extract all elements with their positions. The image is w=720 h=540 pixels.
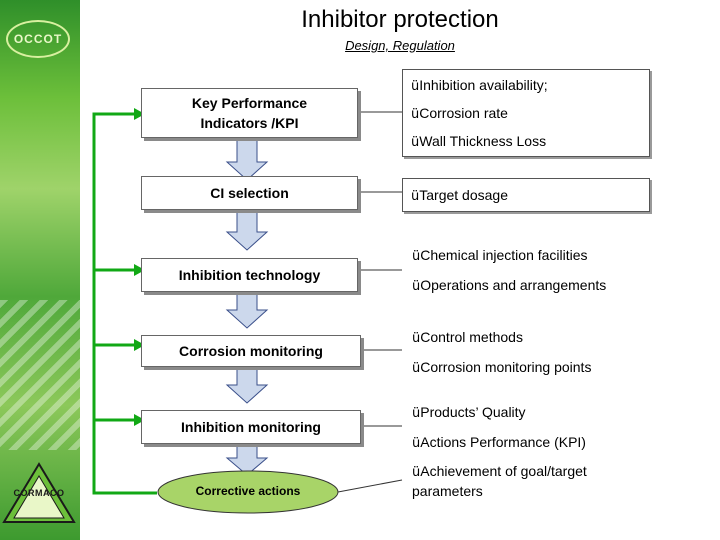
- corrosion-monitoring-label: Corrosion monitoring: [179, 343, 323, 359]
- sidebar-stripes: [0, 300, 80, 450]
- tech-details: üChemical injection facilities üOperatio…: [412, 246, 606, 296]
- inhibition-technology-box: Inhibition technology: [141, 258, 358, 292]
- down-arrow-icon: [225, 289, 269, 329]
- check-icon: ü: [412, 406, 421, 421]
- check-icon: ü: [412, 436, 421, 451]
- inhibition-technology-label: Inhibition technology: [178, 267, 321, 283]
- down-arrow-icon: [225, 364, 269, 404]
- bottom-logo-icon: [2, 462, 76, 523]
- top-logo: OCCOT: [6, 20, 70, 58]
- ci-selection-box: CI selection: [141, 176, 358, 210]
- check-icon: ü: [412, 361, 421, 376]
- feedback-loop: [92, 112, 157, 495]
- check-icon: ü: [411, 189, 420, 204]
- down-arrow-icon: [225, 441, 269, 476]
- ci-details-box: üTarget dosage: [402, 178, 650, 212]
- kpi-item: üInhibition availability;: [411, 77, 548, 94]
- corrective-item-continued: parameters: [412, 483, 483, 499]
- ci-selection-label: CI selection: [210, 185, 289, 201]
- check-icon: ü: [412, 249, 421, 264]
- monitoring-item: üControl methods: [412, 329, 523, 346]
- check-icon: ü: [411, 79, 420, 94]
- monitoring-details: üControl methods üCorrosion monitoring p…: [412, 328, 591, 378]
- kpi-box: Key Performance Indicators /KPI: [141, 88, 358, 138]
- connectors: [337, 111, 403, 493]
- check-icon: ü: [411, 135, 420, 150]
- inhibition-monitoring-label: Inhibition monitoring: [181, 419, 321, 435]
- ci-item: üTarget dosage: [411, 187, 508, 204]
- inhibition-monitoring-box: Inhibition monitoring: [141, 410, 361, 444]
- kpi-details-box: üInhibition availability; üCorrosion rat…: [402, 69, 650, 157]
- inhibition-item: üActions Performance (KPI): [412, 434, 586, 451]
- tech-item: üChemical injection facilities: [412, 247, 588, 264]
- page-title: Inhibitor protection: [301, 6, 499, 33]
- inhibition-item: üProducts’ Quality: [412, 404, 526, 421]
- tech-item: üOperations and arrangements: [412, 277, 607, 294]
- kpi-item: üCorrosion rate: [411, 105, 508, 122]
- corrective-actions-ellipse: [157, 470, 339, 514]
- down-arrow-icon: [225, 139, 269, 181]
- kpi-label: Key Performance Indicators /KPI: [191, 95, 308, 131]
- down-arrow-icon: [225, 211, 269, 251]
- decorative-sidebar: [0, 0, 80, 540]
- feedback-arrowheads: [134, 108, 145, 426]
- check-icon: ü: [412, 331, 421, 346]
- check-icon: ü: [412, 465, 421, 480]
- monitoring-item: üCorrosion monitoring points: [412, 359, 592, 376]
- bottom-logo-text: CORMACO: [13, 488, 65, 498]
- corrective-item: üAchievement of goal/target: [412, 463, 587, 480]
- check-icon: ü: [412, 279, 421, 294]
- check-icon: ü: [411, 107, 420, 122]
- corrective-details: üAchievement of goal/target parameters: [412, 462, 587, 501]
- corrosion-monitoring-box: Corrosion monitoring: [141, 335, 361, 367]
- down-arrows: [225, 139, 269, 476]
- page-subtitle: Design, Regulation: [345, 38, 455, 53]
- inhibition-details: üProducts’ Quality üActions Performance …: [412, 403, 586, 453]
- kpi-item: üWall Thickness Loss: [411, 133, 547, 150]
- corrective-actions-label: Corrective actions: [195, 484, 301, 498]
